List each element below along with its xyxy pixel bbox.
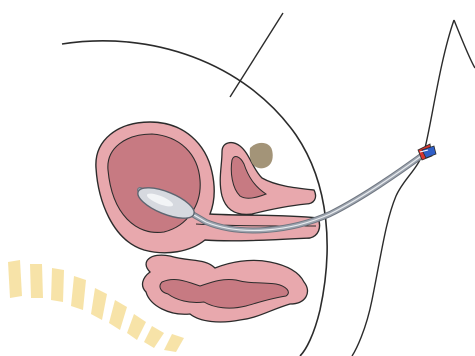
pubic-bone xyxy=(250,143,273,168)
